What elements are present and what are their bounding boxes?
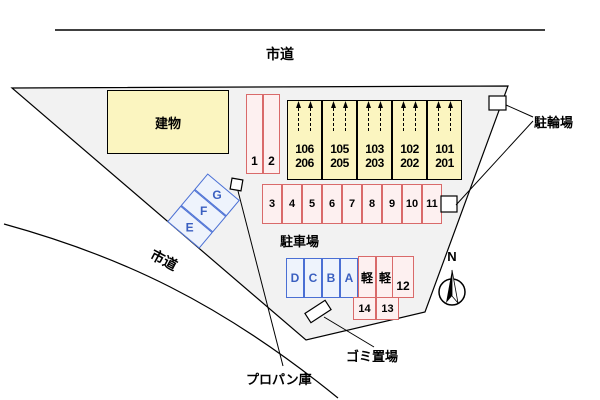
unit-number-lower: 206 <box>295 156 314 170</box>
space-label: 軽 <box>378 270 391 285</box>
parking-space-9: 9 <box>382 184 402 224</box>
parking-space-B: B <box>322 258 340 298</box>
space-number: 13 <box>381 302 394 315</box>
space-number: 7 <box>348 198 356 210</box>
parking-row-block: 3 4 5 6 7 8 9 10 11 <box>262 184 442 224</box>
road-label-left: 市道 <box>147 246 181 274</box>
space-number: 6 <box>328 198 336 210</box>
space-number: 1 <box>251 154 258 168</box>
space-letter: B <box>326 271 336 285</box>
parking-space-A: A <box>340 258 358 298</box>
unit-103-203: 103 203 <box>357 100 392 180</box>
parking-space-3: 3 <box>262 184 282 224</box>
space-number: 5 <box>308 198 316 210</box>
parking-space-10: 10 <box>402 184 422 224</box>
parking-space-5: 5 <box>302 184 322 224</box>
bicycle-callout-line-2 <box>455 120 534 206</box>
parking-space-11: 11 <box>422 184 442 224</box>
parking-space-4: 4 <box>282 184 302 224</box>
parking-space-7: 7 <box>342 184 362 224</box>
unit-number-lower: 205 <box>330 156 349 170</box>
unit-101-201: 101 201 <box>427 100 462 180</box>
unit-block: 106 206 105 205 103 203 102 202 101 201 <box>287 100 462 180</box>
space-number: 3 <box>268 198 276 210</box>
parking-space-14: 14 <box>353 297 376 320</box>
building-outline: 建物 <box>107 90 229 154</box>
unit-number-upper: 102 <box>400 142 419 156</box>
space-number: 8 <box>368 198 376 210</box>
parking-1413-block: 14 13 <box>353 297 399 320</box>
kei-parking-block: 軽 軽 <box>358 256 394 298</box>
parking-space-8: 8 <box>362 184 382 224</box>
unit-102-202: 102 202 <box>392 100 427 180</box>
space-number: 9 <box>388 198 396 210</box>
dcba-parking-block: D C B A <box>286 258 358 298</box>
bicycle-callout-line-1 <box>505 104 534 118</box>
unit-number-upper: 103 <box>365 142 384 156</box>
unit-number-lower: 202 <box>400 156 419 170</box>
space-letter: F <box>199 204 208 218</box>
space-letter: E <box>185 220 195 235</box>
space-number: 2 <box>268 154 275 168</box>
unit-number-lower: 201 <box>435 156 454 170</box>
garbage-area-box <box>304 299 332 324</box>
garbage-area-label: ゴミ置場 <box>346 349 399 364</box>
parking-space-6: 6 <box>322 184 342 224</box>
unit-number-lower: 203 <box>365 156 384 170</box>
space-number: 12 <box>396 279 410 293</box>
parking-space-D: D <box>286 258 304 298</box>
building-label: 建物 <box>154 115 181 131</box>
space-number: 4 <box>288 198 296 210</box>
parking-space-kei-1: 軽 <box>358 256 376 298</box>
parking-space-C: C <box>304 258 322 298</box>
propane-storage-label: プロパン庫 <box>246 372 312 387</box>
space-letter: C <box>308 271 318 285</box>
unit-number-upper: 105 <box>330 142 349 156</box>
unit-number-upper: 106 <box>295 142 314 156</box>
garbage-callout-line <box>323 316 375 348</box>
bicycle-parking-label: 駐輪場 <box>534 115 574 130</box>
bicycle-area-1 <box>488 95 507 111</box>
space-letter: A <box>344 271 354 285</box>
unit-106-206: 106 206 <box>287 100 322 180</box>
unit-105-205: 105 205 <box>322 100 357 180</box>
compass-north-label: N <box>447 249 457 264</box>
parking-space-12: 12 <box>392 256 414 298</box>
parking-space-2: 2 <box>263 94 280 174</box>
propane-storage-box <box>229 177 244 192</box>
space-number: 10 <box>405 198 419 210</box>
space-letter: D <box>290 271 300 285</box>
parking-lot-label: 駐車場 <box>280 234 320 249</box>
unit-number-upper: 101 <box>435 142 454 156</box>
road-label-top: 市道 <box>266 46 294 62</box>
space-letter: G <box>212 187 222 202</box>
space-number: 11 <box>426 198 438 210</box>
space-number: 14 <box>358 302 371 315</box>
efg-parking-block: E F G <box>167 173 240 249</box>
bicycle-area-2 <box>440 195 458 213</box>
parking-space-1: 1 <box>246 94 263 174</box>
parking-pair-block: 1 2 <box>246 94 280 174</box>
compass-icon <box>438 269 466 306</box>
space-label: 軽 <box>360 270 373 285</box>
parking-space-13: 13 <box>376 297 399 320</box>
